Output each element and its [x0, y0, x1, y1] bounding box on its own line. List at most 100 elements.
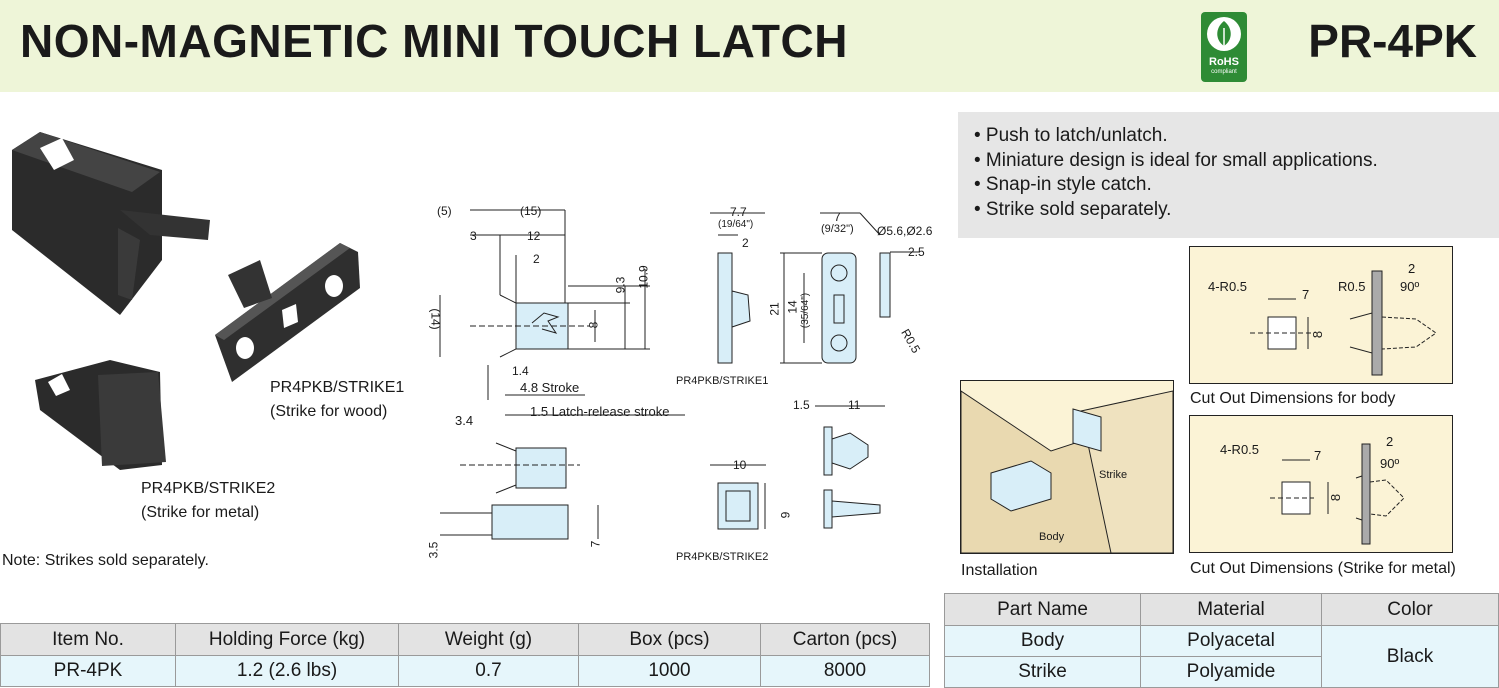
- installation-box: Strike Body: [960, 380, 1174, 554]
- dim-9-32: (9/32"): [821, 223, 854, 235]
- cutout-body-width: 7: [1302, 287, 1310, 302]
- body-drawing: [439, 209, 685, 540]
- cutout-strike-angle: 90º: [1380, 456, 1400, 471]
- technical-drawings: [439, 209, 920, 540]
- material-table: Part Name Material Color Body Polyacetal…: [944, 593, 1499, 688]
- cutout-strike-box: 4-R0.5 7 8 2 90º: [1189, 415, 1453, 553]
- table-cell-color: Black: [1321, 625, 1499, 688]
- dim-10-9: 10.9: [636, 265, 651, 289]
- dim-2: 2: [533, 252, 540, 266]
- rohs-sub-label: compliant: [1211, 69, 1237, 75]
- strike2-description: (Strike for metal): [141, 504, 260, 521]
- table-header: Box (pcs): [578, 623, 761, 656]
- cutout-body-caption: Cut Out Dimensions for body: [1190, 390, 1396, 407]
- dim-7: 7: [588, 540, 603, 548]
- table-header: Carton (pcs): [760, 623, 930, 656]
- dim-9-3: 9.3: [613, 276, 628, 294]
- table-header: Weight (g): [398, 623, 579, 656]
- dim-12: 12: [527, 229, 541, 243]
- header-band: [0, 0, 1499, 92]
- dim-19-64: (19/64"): [718, 219, 754, 230]
- strike2-photo: [35, 360, 166, 470]
- table-cell: 8000: [760, 655, 930, 687]
- dim-11: 11: [848, 398, 861, 412]
- cutout-strike-caption: Cut Out Dimensions (Strike for metal): [1190, 560, 1456, 577]
- product-photos: [12, 132, 360, 470]
- dim-15: (15): [520, 204, 542, 218]
- cutout-strike-height: 8: [1328, 493, 1344, 502]
- table-cell: 1.2 (2.6 lbs): [175, 655, 399, 687]
- feature-item: • Snap-in style catch.: [974, 174, 1152, 195]
- dim-1-5: 1.5: [793, 398, 810, 412]
- stroke-label: 4.8 Stroke: [520, 380, 580, 395]
- dim-8: 8: [586, 321, 601, 329]
- dim-s7: 7: [834, 210, 841, 224]
- cutout-body-d2: 2: [1408, 261, 1416, 276]
- strikes-note: Note: Strikes sold separately.: [2, 552, 209, 569]
- table-row: Body Polyacetal Black: [944, 625, 1499, 688]
- table-header: Color: [1321, 593, 1499, 626]
- dim-10: 10: [733, 458, 747, 472]
- strike2-label: PR4PKB/STRIKE2: [141, 480, 276, 497]
- strike1-photo: [215, 243, 360, 382]
- strike1-drawing-caption: PR4PKB/STRIKE1: [676, 375, 769, 387]
- strike2-drawing: [710, 405, 885, 530]
- dim-s2: 2: [742, 236, 749, 250]
- rohs-label: RoHS: [1209, 56, 1239, 68]
- dim-14: (14): [428, 308, 443, 330]
- dim-diameters: Ø5.6,Ø2.6: [877, 224, 933, 238]
- installation-strike-label: Strike: [1099, 469, 1128, 481]
- feature-item: • Push to latch/unlatch.: [974, 125, 1168, 146]
- installation-caption: Installation: [961, 562, 1038, 579]
- table-row: PR-4PK 1.2 (2.6 lbs) 0.7 1000 8000: [0, 655, 930, 687]
- cutout-strike-radius: 4-R0.5: [1220, 442, 1260, 457]
- rohs-badge: RoHS compliant: [1201, 12, 1247, 82]
- strike2-drawing-caption: PR4PKB/STRIKE2: [676, 551, 769, 563]
- table-header-row: Part Name Material Color: [944, 593, 1499, 626]
- dim-1-4: 1.4: [512, 364, 529, 378]
- installation-body-label: Body: [1039, 531, 1065, 543]
- leaf-icon: [1207, 17, 1241, 51]
- table-cell: Body: [944, 625, 1141, 657]
- dim-9: 9: [778, 511, 793, 519]
- dim-7-7: 7.7: [730, 205, 747, 219]
- release-stroke-label: 1.5 Latch-release stroke: [530, 404, 670, 419]
- cutout-body-box: 4-R0.5 7 8 R0.5 2 90º: [1189, 246, 1453, 384]
- table-header: Material: [1140, 593, 1322, 626]
- feature-item: • Strike sold separately.: [974, 198, 1172, 220]
- cutout-body-height: 8: [1310, 330, 1326, 339]
- cutout-body-drawing: [1250, 270, 1437, 376]
- cutout-body-r2: R0.5: [1338, 279, 1366, 294]
- table-cell: 1000: [578, 655, 761, 687]
- dim-35-64: (35/64"): [800, 292, 812, 329]
- table-row: Strike Polyamide: [944, 656, 1499, 688]
- table-header-row: Item No. Holding Force (kg) Weight (g) B…: [0, 623, 930, 656]
- cutout-body-radius: 4-R0.5: [1208, 279, 1248, 294]
- feature-item: • Miniature design is ideal for small ap…: [974, 149, 1378, 171]
- features-panel: • Push to latch/unlatch. • Miniature des…: [958, 112, 1499, 238]
- dim-2-5: 2.5: [908, 245, 925, 259]
- table-cell: Strike: [944, 656, 1141, 688]
- table-cell: PR-4PK: [0, 655, 176, 687]
- spec-table: Item No. Holding Force (kg) Weight (g) B…: [0, 623, 930, 687]
- strike1-drawing: [710, 212, 920, 364]
- cutout-strike-width: 7: [1314, 448, 1322, 463]
- latch-body-photo: [12, 132, 210, 315]
- dim-3: 3: [470, 229, 477, 243]
- dim-3-5: 3.5: [426, 541, 441, 559]
- table-header: Holding Force (kg): [175, 623, 399, 656]
- cutout-strike-d2: 2: [1386, 434, 1394, 449]
- dim-21: 21: [767, 302, 782, 316]
- strike1-description: (Strike for wood): [270, 403, 388, 420]
- table-cell: Polyamide: [1140, 656, 1322, 688]
- cutout-strike-drawing: [1270, 443, 1405, 545]
- dim-3-4: 3.4: [455, 413, 474, 428]
- dim-5: (5): [437, 204, 452, 218]
- cutout-body-angle: 90º: [1400, 279, 1420, 294]
- strike1-label: PR4PKB/STRIKE1: [270, 379, 405, 396]
- installation-drawing: [960, 390, 1174, 554]
- table-cell: Polyacetal: [1140, 625, 1322, 657]
- table-header: Item No.: [0, 623, 176, 656]
- table-cell: 0.7: [398, 655, 579, 687]
- page-title: NON-MAGNETIC MINI TOUCH LATCH: [20, 15, 848, 67]
